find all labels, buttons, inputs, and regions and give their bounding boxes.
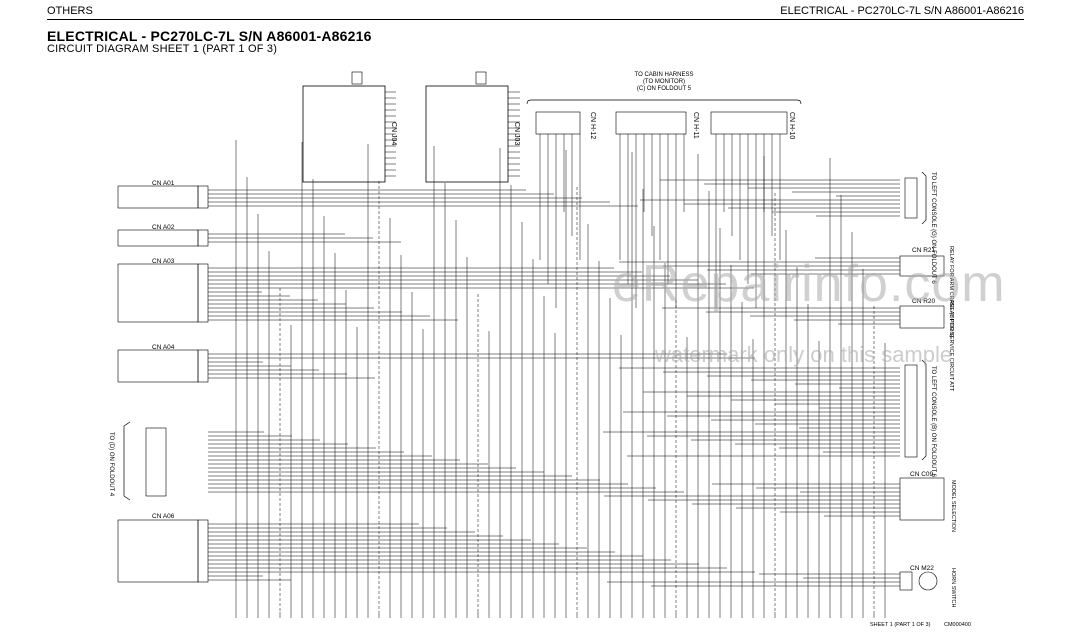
wire-bundle [208, 91, 900, 618]
label-cn-h12: CN H-12 [589, 112, 596, 139]
cabin-note-1: TO CABIN HARNESS [635, 72, 694, 78]
watermark-main: eRepairinfo.com [612, 255, 1006, 313]
label-cn-r20: CN R20 [912, 298, 936, 305]
model-label: ELECTRICAL - PC270LC-7L S/N A86001-A8621… [780, 5, 1024, 17]
note-relay-r21: RELAY FOR ARM CRANE (OPTION) [948, 246, 954, 337]
note-relay-r20: RELAY FOR SERVICE CIRCUIT ATT [948, 300, 954, 392]
connector-m22: CN M22 HORN SWITCH [899, 565, 956, 607]
connector-a04: CN A04 [117, 344, 209, 383]
connector-foldout4: TO (D) ON FOLDOUT 4 [108, 421, 167, 501]
page-subtitle: CIRCUIT DIAGRAM SHEET 1 (PART 1 OF 3) [47, 43, 278, 55]
note-foldout4: TO (D) ON FOLDOUT 4 [108, 432, 114, 497]
label-cn-h10: CN H-10 [788, 112, 795, 139]
watermark-sub: watermark only on this sample [655, 342, 953, 367]
cabin-harness-group: TO CABIN HARNESS (TO MONITOR) (C) ON FOL… [526, 72, 802, 139]
note-left-console-g: TO LEFT CONSOLE (G) ON FOLDOUT 6 [930, 172, 936, 284]
label-cn-a02: CN A02 [152, 224, 175, 231]
connector-a06: CN A06 [117, 513, 209, 583]
label-cn-j04: CN J04 [390, 122, 397, 145]
label-cn-a03: CN A03 [152, 258, 175, 265]
page-title: ELECTRICAL - PC270LC-7L S/N A86001-A8621… [47, 28, 372, 44]
header-rule [47, 19, 1024, 20]
label-cn-a04: CN A04 [152, 344, 175, 351]
label-cn-c09: CN C09 [910, 471, 934, 478]
connector-a01: CN A01 [117, 180, 209, 209]
label-cn-m22: CN M22 [910, 565, 934, 572]
label-cn-h11: CN H-11 [692, 112, 699, 139]
footer-code: CM000400 [944, 622, 971, 628]
note-left-console-b: TO LEFT CONSOLE (B) ON FOLDOUT 6 [930, 366, 936, 478]
left-console-b: TO LEFT CONSOLE (B) ON FOLDOUT 6 [904, 359, 936, 478]
label-cn-a06: CN A06 [152, 513, 175, 520]
connector-a02: CN A02 [117, 224, 209, 247]
note-horn-switch: HORN SWITCH [950, 568, 956, 607]
connector-r20: CN R20 RELAY FOR SERVICE CIRCUIT ATT [899, 298, 954, 392]
left-console-g: TO LEFT CONSOLE (G) ON FOLDOUT 6 [904, 171, 936, 284]
connector-j04: CN J04 [302, 71, 397, 183]
connector-a03: CN A03 [117, 258, 209, 323]
cabin-note-3: (C) ON FOLDOUT 5 [637, 86, 692, 92]
label-cn-j03: CN J03 [513, 122, 520, 145]
page-header: OTHERS ELECTRICAL - PC270LC-7L S/N A8600… [0, 0, 1071, 20]
connector-c09: CN C09 MODEL SELECTION [899, 471, 956, 532]
label-cn-r21: CN R21 [912, 247, 936, 254]
connector-j03: CN J03 [425, 71, 520, 183]
section-label: OTHERS [47, 5, 93, 17]
footer-sheet: SHEET 1 (PART 1 OF 3) [870, 622, 931, 628]
label-cn-a01: CN A01 [152, 180, 175, 187]
note-model-selection: MODEL SELECTION [950, 480, 956, 532]
cabin-note-2: (TO MONITOR) [643, 79, 685, 85]
